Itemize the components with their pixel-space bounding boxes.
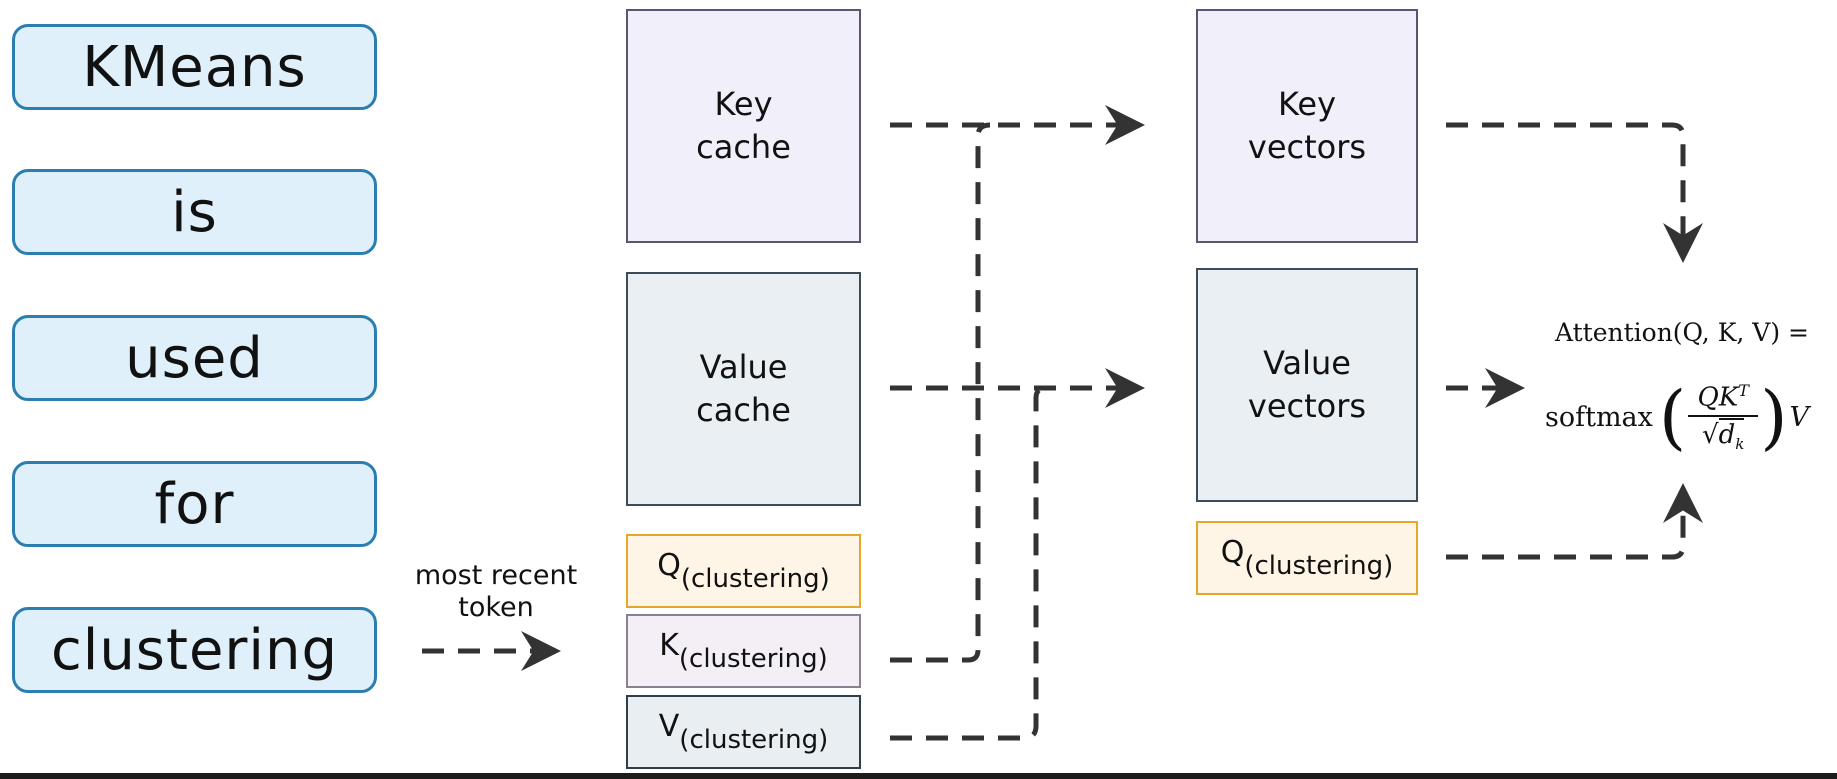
formula-radicand: dk	[1718, 418, 1745, 454]
most-recent-token-label: most recent token	[398, 560, 594, 625]
key-vectors-line-2: vectors	[1247, 128, 1367, 166]
v-letter: V	[658, 709, 680, 744]
k-route	[890, 122, 991, 663]
k-clustering-box: K(clustering)	[626, 614, 861, 688]
v-subscript: (clustering)	[679, 725, 829, 755]
key-cache-line-1: Key	[714, 84, 773, 123]
formula-denominator-sub: k	[1735, 435, 1745, 454]
formula-numerator-text: QK	[1697, 382, 1739, 413]
note-line-2: token	[458, 592, 534, 624]
token-for: for	[12, 461, 377, 547]
q-vector-arrow	[1446, 483, 1703, 560]
q-clustering-box: Q(clustering)	[626, 534, 861, 608]
v-route	[890, 385, 1047, 741]
formula-denominator-text: d	[1718, 420, 1736, 451]
note-line-1: most recent	[414, 560, 578, 591]
q-vector-letter: Q	[1220, 535, 1245, 570]
token-is: is	[12, 169, 377, 255]
token-kmeans: KMeans	[12, 24, 377, 110]
formula-numerator: QKT	[1697, 381, 1748, 413]
token-clustering: clustering	[12, 607, 377, 693]
key-vectors-line-1: Key	[1277, 84, 1336, 123]
formula-tail: V	[1789, 401, 1810, 433]
value-cache-line-1: Value	[699, 347, 788, 386]
key-vectors-arrow	[1446, 122, 1703, 263]
formula-softmax: softmax	[1545, 401, 1653, 433]
value-vectors-line-1: Value	[1263, 343, 1351, 382]
k-subscript: (clustering)	[678, 644, 828, 674]
formula-rhs: softmax ( QKT √dk ) V	[1545, 372, 1809, 462]
bottom-border	[0, 773, 1837, 779]
key-vectors-box: Key vectors	[1196, 9, 1418, 243]
formula-paren-close: )	[1760, 376, 1788, 458]
formula-lhs: Attention(Q, K, V) =	[1555, 318, 1809, 347]
formula-sqrt: √	[1702, 420, 1719, 451]
q-subscript: (clustering)	[680, 564, 830, 594]
formula-fraction-bar	[1688, 415, 1759, 418]
k-letter: K	[659, 628, 679, 663]
formula-denominator: √dk	[1702, 418, 1745, 454]
formula-fraction: QKT √dk	[1688, 381, 1759, 454]
q-vector-subscript: (clustering)	[1244, 551, 1394, 581]
value-cache-line-2: cache	[696, 391, 791, 429]
value-vectors-line-2: vectors	[1247, 387, 1367, 425]
formula-numerator-sup: T	[1738, 380, 1749, 400]
key-cache-line-2: cache	[696, 128, 791, 166]
key-cache-box: Key cache	[626, 9, 861, 243]
token-used: used	[12, 315, 377, 401]
value-cache-box: Value cache	[626, 272, 861, 506]
q-vector-box: Q(clustering)	[1196, 521, 1418, 595]
value-vectors-box: Value vectors	[1196, 268, 1418, 502]
q-letter: Q	[657, 548, 681, 583]
v-clustering-box: V(clustering)	[626, 695, 861, 769]
formula-paren-open: (	[1658, 376, 1687, 458]
